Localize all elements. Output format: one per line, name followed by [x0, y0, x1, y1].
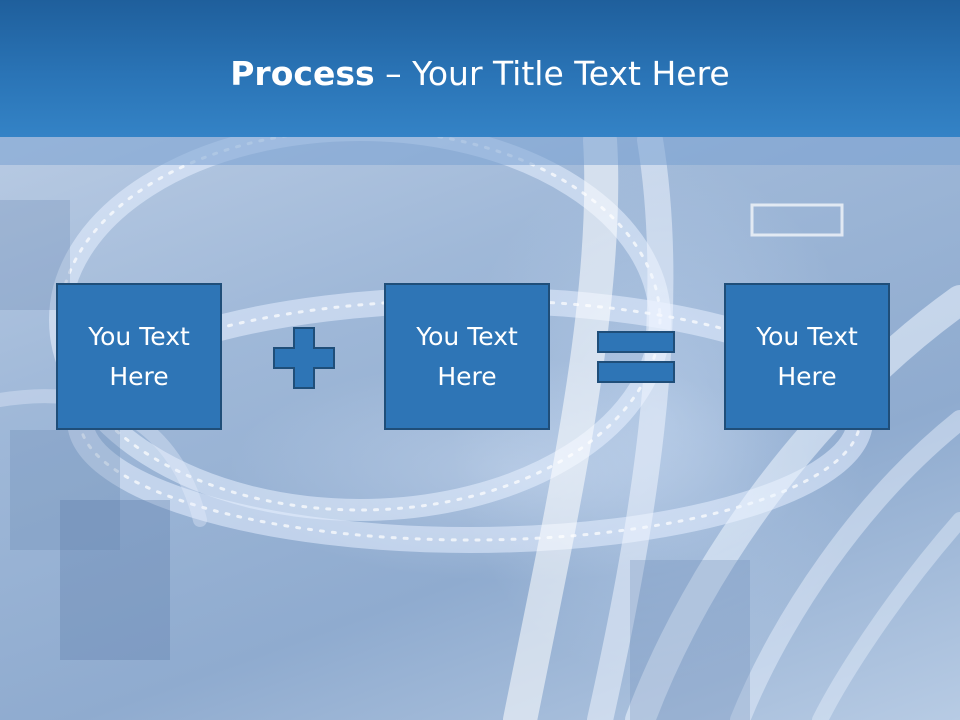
- title-rest: – Your Title Text Here: [374, 54, 730, 93]
- title-band-shadow: [0, 137, 960, 165]
- process-box-2: You Text Here: [384, 283, 550, 430]
- process-box-1-text: You Text Here: [88, 321, 190, 391]
- title-band: [0, 0, 960, 137]
- plus-icon: [273, 327, 335, 389]
- equals-icon: [597, 331, 675, 383]
- process-box-1: You Text Here: [56, 283, 222, 430]
- process-box-3: You Text Here: [724, 283, 890, 430]
- slide-title: Process – Your Title Text Here: [0, 52, 960, 96]
- process-box-2-text: You Text Here: [416, 321, 518, 391]
- process-box-3-text: You Text Here: [756, 321, 858, 391]
- title-strong: Process: [230, 54, 375, 93]
